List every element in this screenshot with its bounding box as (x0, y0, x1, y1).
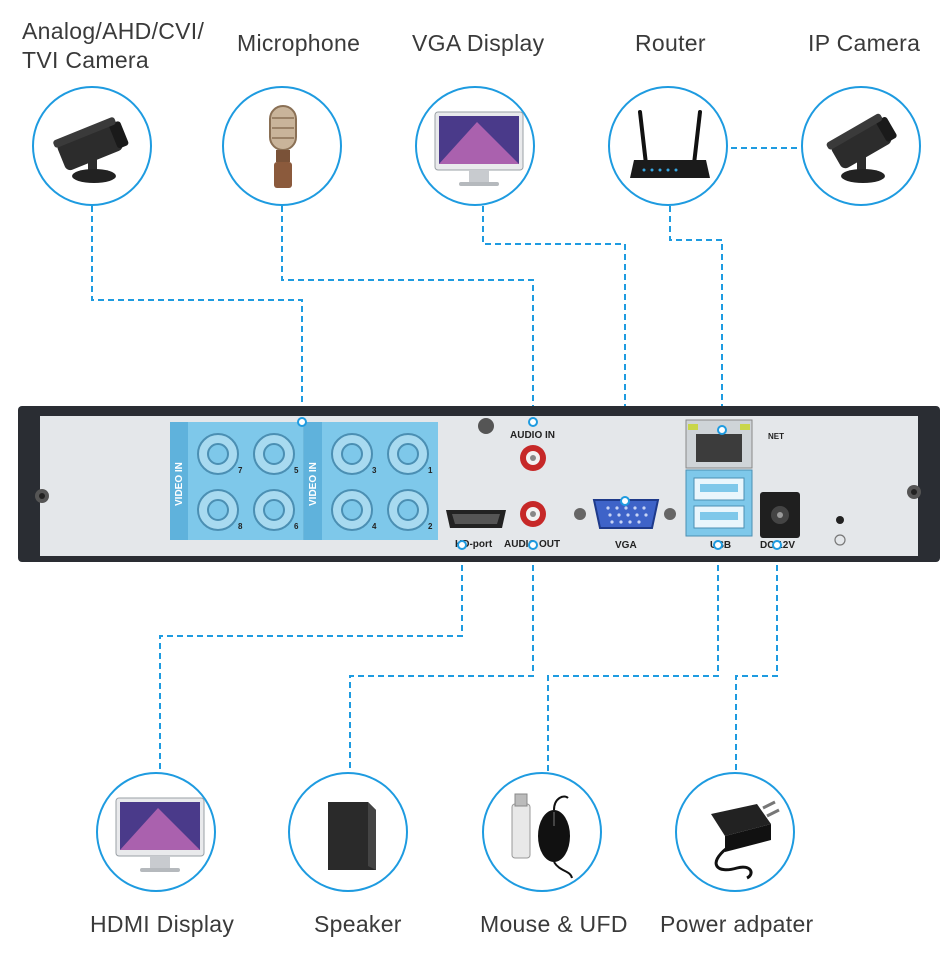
label-analog-camera: Analog/AHD/CVI/ TVI Camera (22, 17, 204, 75)
video-in-label-1: VIDEO IN (174, 462, 185, 506)
dot-hdmi (457, 540, 467, 550)
audio-in-label: AUDIO IN (510, 430, 555, 441)
hdmi-display-circle (96, 772, 216, 892)
router-icon (630, 110, 710, 178)
speaker-icon (328, 802, 376, 870)
vga-label: VGA (615, 540, 637, 551)
mouse-ufd-circle (482, 772, 602, 892)
label-analog-camera-line2: TVI Camera (22, 47, 149, 73)
label-hdmi-display: HDMI Display (90, 911, 235, 937)
dot-net (717, 425, 727, 435)
dvr-chassis (18, 406, 940, 562)
dot-audio-in (528, 417, 538, 427)
power-adapter-circle (675, 772, 795, 892)
video-in-label-2: VIDEO IN (308, 462, 319, 506)
bnc-number-3: 3 (372, 466, 377, 475)
monitor-icon (115, 797, 205, 872)
bullet-camera-icon (53, 117, 129, 183)
speaker-circle (288, 772, 408, 892)
label-router: Router (635, 30, 706, 56)
bnc-number-2: 2 (428, 522, 433, 531)
analog-camera-circle (32, 86, 152, 206)
label-ip-camera: IP Camera (808, 30, 921, 56)
monitor-icon (434, 111, 524, 186)
bnc-number-6: 6 (294, 522, 299, 531)
ip-camera-icon (826, 113, 897, 183)
label-speaker: Speaker (314, 911, 402, 937)
net-label: NET (768, 432, 784, 441)
label-microphone: Microphone (237, 30, 361, 56)
ip-camera-circle (801, 86, 921, 206)
dvr-back-panel: VIDEO IN VIDEO IN 7 5 3 1 8 6 4 2 AUDIO … (18, 406, 940, 562)
power-adapter-icon (711, 800, 780, 880)
label-vga-display: VGA Display (412, 30, 545, 56)
mouse-usb-drive-icon (511, 793, 573, 879)
bnc-number-5: 5 (294, 466, 299, 475)
bnc-number-7: 7 (238, 466, 243, 475)
dot-usb (713, 540, 723, 550)
hd-port-label: HD-port (455, 539, 493, 550)
dot-vga (620, 496, 630, 506)
label-power-adapter: Power adpater (660, 911, 814, 937)
microphone-icon (269, 105, 297, 188)
microphone-circle (222, 86, 342, 206)
label-mouse-ufd: Mouse & UFD (480, 911, 628, 937)
dot-audio-out (528, 540, 538, 550)
vga-display-circle (415, 86, 535, 206)
dot-dc (772, 540, 782, 550)
router-circle (608, 86, 728, 206)
bnc-number-8: 8 (238, 522, 243, 531)
bnc-number-1: 1 (428, 466, 433, 475)
bnc-number-4: 4 (372, 522, 377, 531)
label-analog-camera-line1: Analog/AHD/CVI/ (22, 18, 205, 44)
dot-bnc (297, 417, 307, 427)
